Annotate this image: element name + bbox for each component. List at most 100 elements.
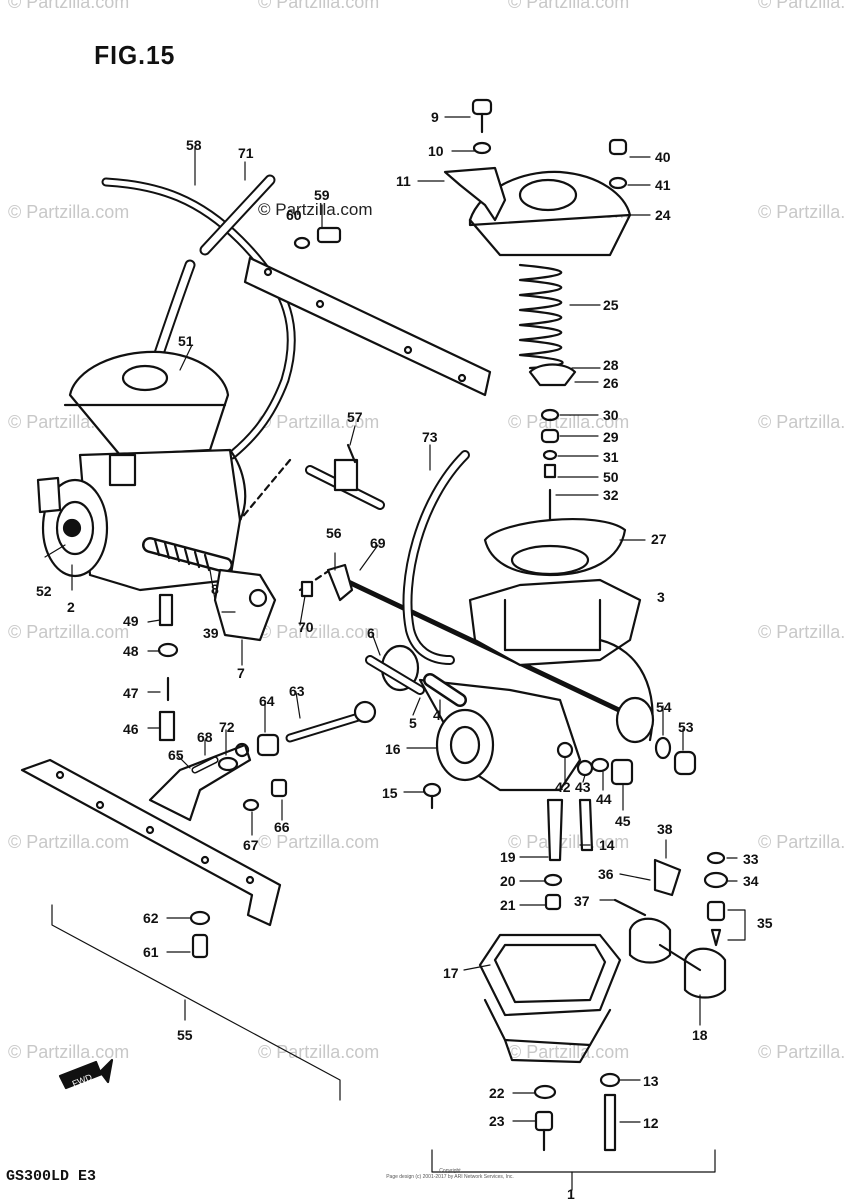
callout-52: 52	[36, 583, 52, 599]
callout-31: 31	[603, 449, 619, 465]
watermark: © Partzilla.com	[758, 202, 844, 222]
callout-62: 62	[143, 910, 159, 926]
watermark: © Partzilla.com	[258, 412, 380, 432]
callout-14: 14	[599, 837, 615, 853]
callout-70: 70	[298, 619, 314, 635]
callout-65: 65	[168, 747, 184, 763]
callout-5: 5	[409, 715, 417, 731]
watermark: © Partzilla.com	[508, 0, 630, 12]
callout-17: 17	[443, 965, 459, 981]
callout-48: 48	[123, 643, 139, 659]
callout-6: 6	[367, 625, 375, 641]
callout-29: 29	[603, 429, 619, 445]
watermark: © Partzilla.com	[8, 1042, 130, 1062]
watermark: © Partzilla.com	[258, 832, 380, 852]
model-code: GS300LD E3	[6, 1168, 97, 1185]
watermark: © Partzilla.com	[8, 832, 130, 852]
watermark: © Partzilla.com	[758, 0, 844, 12]
copyright-notice: Copyright Page design (c) 2001-2017 by A…	[380, 1168, 520, 1180]
callout-54: 54	[656, 699, 672, 715]
callout-56: 56	[326, 525, 342, 541]
callout-38: 38	[657, 821, 673, 837]
callout-58: 58	[186, 137, 202, 153]
watermark: © Partzilla.com	[758, 1042, 844, 1062]
watermark: © Partzilla.com	[258, 0, 380, 12]
callout-61: 61	[143, 944, 159, 960]
callout-55: 55	[177, 1027, 193, 1043]
callout-21: 21	[500, 897, 516, 913]
watermark: © Partzilla.com	[508, 832, 630, 852]
watermark: © Partzilla.com	[8, 202, 130, 222]
copyright-line-1: Copyright	[439, 1168, 461, 1174]
callout-44: 44	[596, 791, 612, 807]
callout-16: 16	[385, 741, 401, 757]
callout-25: 25	[603, 297, 619, 313]
callout-23: 23	[489, 1113, 505, 1129]
callout-73: 73	[422, 429, 438, 445]
callout-64: 64	[259, 693, 275, 709]
callout-66: 66	[274, 819, 290, 835]
callout-10: 10	[428, 143, 444, 159]
callout-18: 18	[692, 1027, 708, 1043]
callout-59: 59	[314, 187, 330, 203]
callout-7: 7	[237, 665, 245, 681]
callout-30: 30	[603, 407, 619, 423]
callout-47: 47	[123, 685, 139, 701]
figure-title: FIG.15	[94, 40, 176, 70]
callout-36: 36	[598, 866, 614, 882]
callout-4: 4	[433, 707, 441, 723]
callout-50: 50	[603, 469, 619, 485]
watermark: © Partzilla.com	[508, 1042, 630, 1062]
callout-45: 45	[615, 813, 631, 829]
callout-72: 72	[219, 719, 235, 735]
callout-37: 37	[574, 893, 590, 909]
watermark: © Partzilla.com	[758, 832, 844, 852]
callout-35: 35	[757, 915, 773, 931]
callout-19: 19	[500, 849, 516, 865]
callout-26: 26	[603, 375, 619, 391]
callout-34: 34	[743, 873, 759, 889]
callout-42: 42	[555, 779, 571, 795]
callout-39: 39	[203, 625, 219, 641]
callout-15: 15	[382, 785, 398, 801]
watermark: © Partzilla.com	[8, 0, 130, 12]
callout-40: 40	[655, 149, 671, 165]
callout-1: 1	[567, 1186, 575, 1202]
callout-13: 13	[643, 1073, 659, 1089]
callout-51: 51	[178, 333, 194, 349]
watermark-center: © Partzilla.com	[258, 200, 373, 219]
callout-8: 8	[211, 581, 219, 597]
callout-43: 43	[575, 779, 591, 795]
callout-11: 11	[396, 173, 411, 189]
callout-49: 49	[123, 613, 139, 629]
callout-2: 2	[67, 599, 75, 615]
copyright-line-2: Page design (c) 2001-2017 by ARI Network…	[386, 1174, 514, 1180]
watermark: © Partzilla.com	[258, 1042, 380, 1062]
watermark: © Partzilla.com	[758, 622, 844, 642]
callout-28: 28	[603, 357, 619, 373]
callout-69: 69	[370, 535, 386, 551]
callout-41: 41	[655, 177, 671, 193]
callout-27: 27	[651, 531, 667, 547]
callout-57: 57	[347, 409, 363, 425]
watermark: © Partzilla.com	[508, 412, 630, 432]
callout-46: 46	[123, 721, 139, 737]
callout-60: 60	[286, 207, 302, 223]
callout-63: 63	[289, 683, 305, 699]
callout-33: 33	[743, 851, 759, 867]
callout-24: 24	[655, 207, 671, 223]
callout-9: 9	[431, 109, 439, 125]
callout-68: 68	[197, 729, 213, 745]
watermark: © Partzilla.com	[8, 622, 130, 642]
callout-71: 71	[238, 145, 254, 161]
watermark: © Partzilla.com	[758, 412, 844, 432]
callout-12: 12	[643, 1115, 659, 1131]
callout-3: 3	[657, 589, 665, 605]
callout-67: 67	[243, 837, 259, 853]
callout-32: 32	[603, 487, 619, 503]
watermark: © Partzilla.com	[258, 622, 380, 642]
callout-22: 22	[489, 1085, 505, 1101]
callout-20: 20	[500, 873, 516, 889]
